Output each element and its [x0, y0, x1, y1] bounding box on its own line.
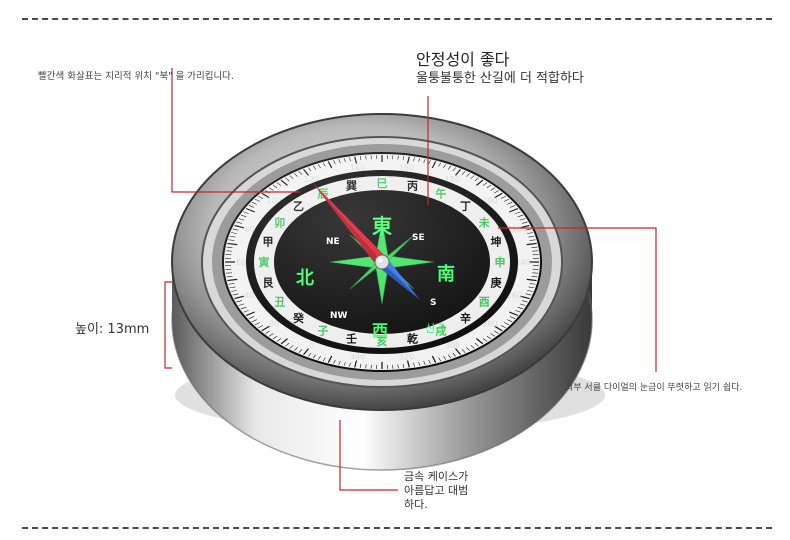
height-bracket — [164, 281, 172, 369]
height-note: 높이: 13mm — [75, 322, 150, 337]
case-note-line: 아름답고 대범 — [404, 484, 469, 497]
dial-callout-line — [498, 227, 657, 372]
headline-title: 안정성이 좋다 — [416, 50, 510, 69]
case-note: 금속 케이스가 아름답고 대범 하다. — [404, 470, 504, 512]
north-callout-line — [171, 68, 300, 193]
case-callout-line — [339, 420, 398, 491]
headline-block: 안정성이 좋다 울퉁불퉁한 산길에 더 적합하다 — [416, 50, 584, 88]
bottom-dashed-divider — [22, 527, 772, 529]
case-note-line: 금속 케이스가 — [404, 470, 469, 483]
glass-reflection — [222, 152, 542, 372]
headline-subtitle: 울퉁불퉁한 산길에 더 적합하다 — [416, 71, 584, 86]
top-dashed-divider — [22, 18, 772, 20]
dial-note: 외부 서클 다이얼의 눈금이 뚜렷하고 읽기 쉽다. — [565, 383, 743, 393]
case-note-line: 하다. — [404, 498, 428, 511]
north-arrow-note: 빨간색 화살표는 지리적 위치 "북" 을 가리킵니다. — [38, 71, 234, 82]
annotation-lines — [164, 68, 657, 491]
